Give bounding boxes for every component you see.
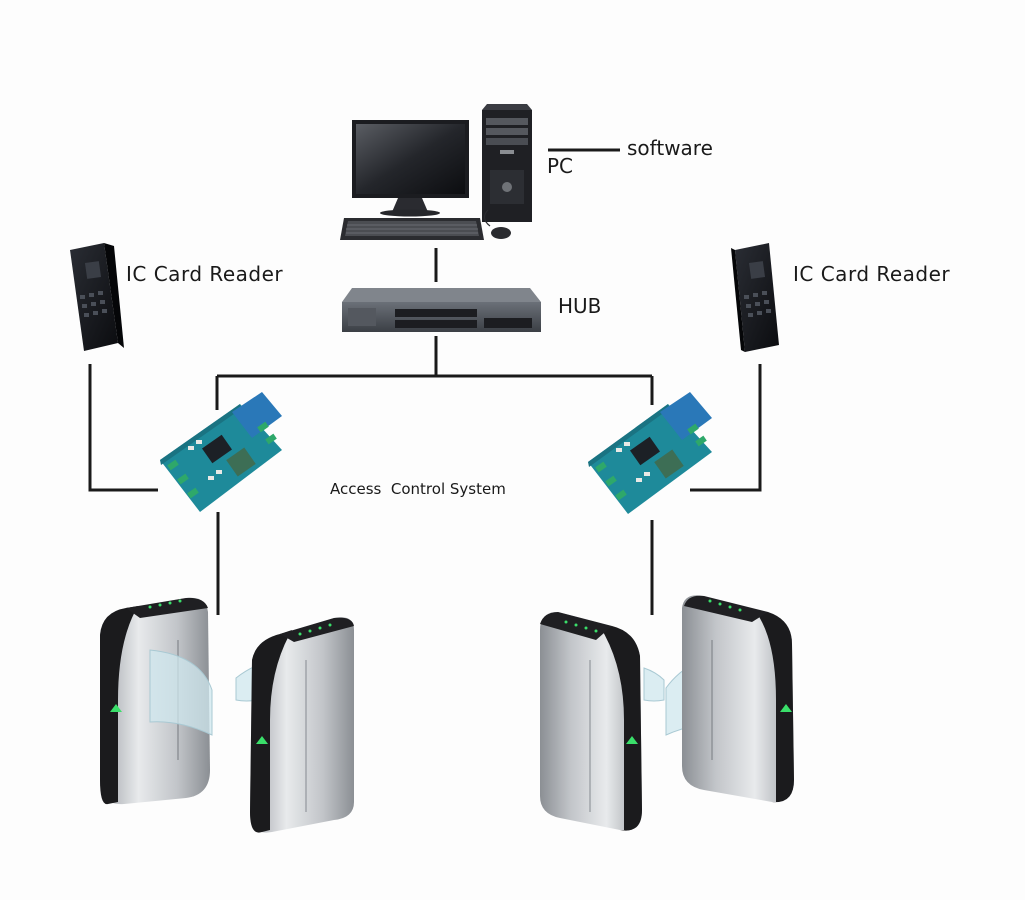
card-reader-left-label: IC Card Reader [126,262,284,286]
card-reader-right-label: IC Card Reader [793,262,951,286]
card-reader-right [731,243,779,352]
controller-board-right [588,392,712,514]
card-reader-left [70,243,124,351]
pc-monitor [352,120,469,217]
software-label: software [627,136,713,160]
access-control-label: Access Control System [330,480,506,498]
pc-tower [482,104,532,222]
keyboard [340,218,484,240]
pc-label: PC [547,154,574,178]
flap-right-a [643,667,665,702]
turnstile-right-b [682,595,794,803]
turnstile-left-b [250,617,354,833]
turnstile-right-a [540,612,642,831]
hub-label: HUB [558,294,602,318]
hub-switch [342,288,541,332]
flap-left-a [149,649,213,736]
mouse [483,209,511,239]
controller-board-left [160,392,282,512]
connection-lines [88,148,762,615]
